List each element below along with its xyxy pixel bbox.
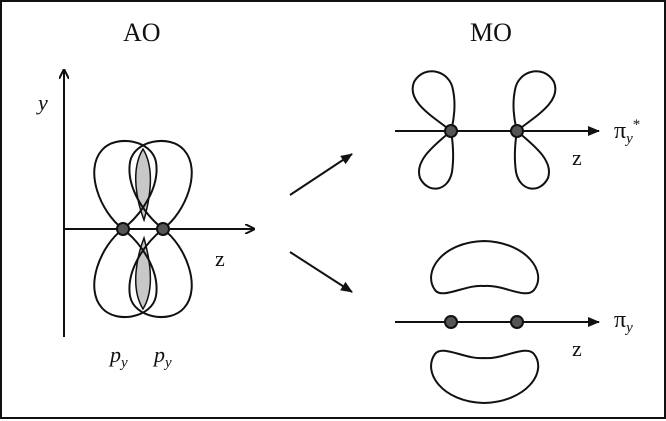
ao-orbital-left	[93, 140, 158, 318]
ao-orbital-label-right: py	[154, 344, 172, 371]
mo-bonding-nucleus-left	[444, 315, 458, 329]
ao-z-axis-label: z	[215, 246, 225, 271]
ao-left-lower-lobe	[93, 227, 158, 318]
ao-orbital-label-left-base: p	[110, 342, 121, 367]
mo-bonding-nucleus-right	[510, 315, 524, 329]
mo-antibonding-nucleus-left	[444, 124, 458, 138]
mo-pistar-right-upper-lobe	[512, 70, 557, 133]
ao-orbital-right	[128, 140, 193, 318]
arrow-to-antibonding	[289, 153, 353, 196]
mo-bonding-z-label: z	[572, 336, 582, 361]
ao-right-lower-lobe	[128, 227, 193, 318]
mo-pistar-left-lower-lobe	[417, 129, 455, 190]
ao-right-upper-lobe	[128, 140, 193, 231]
ao-axes	[64, 70, 254, 337]
pi-sub: y	[626, 320, 633, 336]
ao-orbital-label-left: py	[110, 344, 128, 371]
ao-orbital-label-left-sub: y	[121, 355, 128, 371]
ao-nucleus-right	[156, 222, 170, 236]
ao-orbital-label-right-base: p	[154, 342, 165, 367]
pi-star-symbol: π	[614, 118, 627, 144]
ao-y-axis-label: y	[38, 90, 48, 115]
mo-pistar-left-upper-lobe	[411, 70, 456, 133]
mo-bonding-orbital	[430, 239, 540, 405]
mo-pi-lower-lobe	[430, 349, 540, 405]
mo-antibonding-orbital	[411, 70, 557, 190]
pi-star-sup: *	[632, 117, 641, 133]
mo-pistar-right-lower-lobe	[513, 129, 551, 190]
pi-symbol: π	[614, 307, 627, 333]
mo-pi-upper-lobe	[430, 239, 540, 295]
ao-orbital-label-right-sub: y	[165, 355, 172, 371]
pi-star-label: πy*	[614, 118, 640, 147]
ao-header: AO	[123, 18, 161, 47]
mo-antibonding-z-label: z	[572, 145, 582, 170]
pi-label: πy	[614, 308, 633, 336]
arrow-to-bonding	[289, 251, 353, 293]
ao-left-upper-lobe	[93, 140, 158, 231]
ao-nucleus-left	[116, 222, 130, 236]
pi-star-sub: y	[626, 131, 633, 147]
mo-header: MO	[470, 18, 512, 47]
mo-antibonding-nucleus-right	[510, 124, 524, 138]
